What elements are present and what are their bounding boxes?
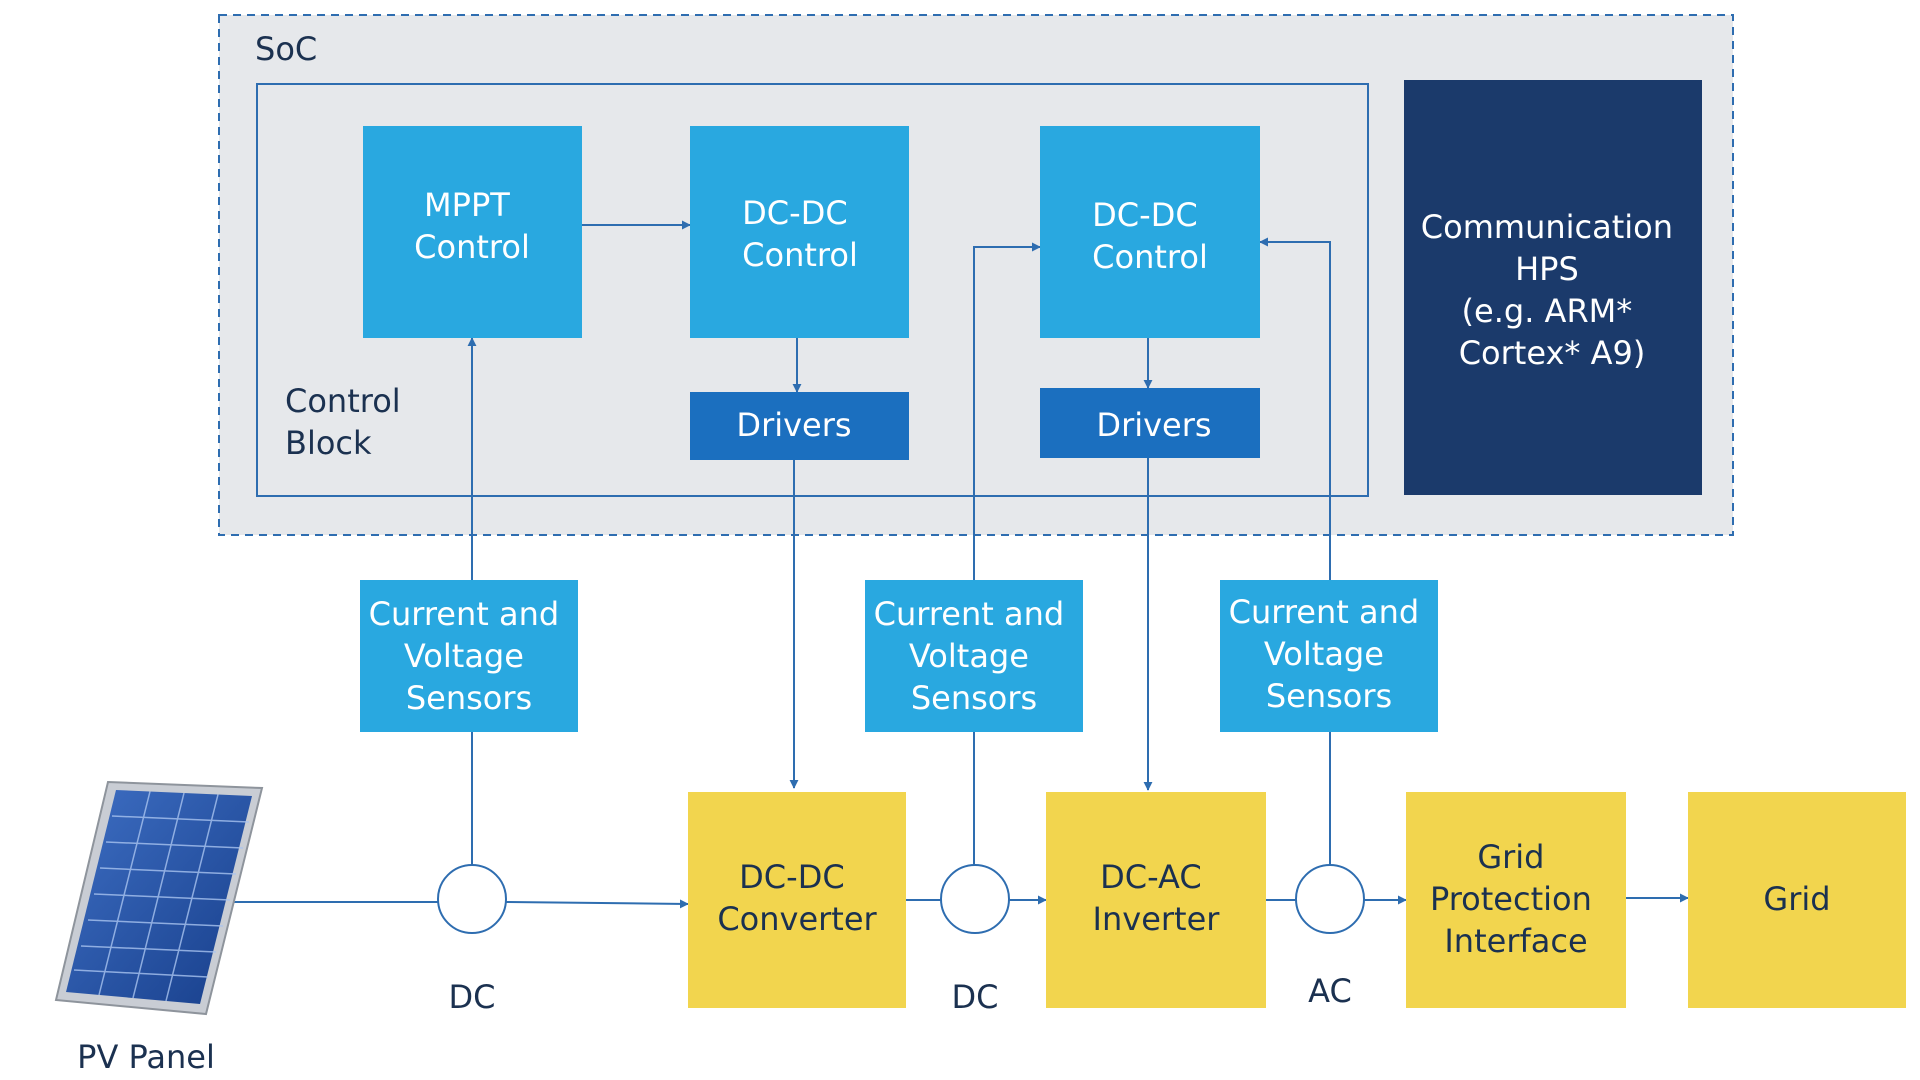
drivers-block-2: Drivers — [1040, 388, 1260, 458]
sensor-node-dc-link — [940, 864, 1010, 934]
bus-label-ac-output: AC — [1308, 972, 1352, 1010]
sensors-block-3: Current and Voltage Sensors — [1220, 580, 1438, 732]
pv-panel-label: PV Panel — [77, 1038, 215, 1076]
communication-hps-block: Communication HPS (e.g. ARM* Cortex* A9) — [1404, 80, 1702, 495]
svg-text:Current and Voltage: Current and Voltage Sensors — [369, 595, 570, 717]
connectors — [228, 220, 1689, 909]
dcdc-control-block-1: DC-DC Control — [690, 126, 909, 338]
sensors3-to-dcdc2-arrow — [1259, 237, 1331, 580]
dcac-inverter-block: DC-AC Inverter — [1046, 792, 1266, 1008]
soc-label: SoC — [255, 30, 317, 68]
grid-protection-block: Grid Protection Interface — [1406, 792, 1626, 1008]
sensor-node-dc-input — [437, 864, 507, 934]
svg-text:Communication HPS: Communication HPS (e.g. ARM* Cortex* A9) — [1421, 208, 1683, 372]
svg-text:Current and Voltage: Current and Voltage Sensors — [1229, 593, 1430, 715]
svg-text:DC-AC Inverter: DC-AC Inverter — [1093, 858, 1221, 938]
svg-text:Drivers: Drivers — [1096, 406, 1211, 444]
bus-label-dc-input: DC — [449, 978, 496, 1016]
svg-text:DC-DC Control: DC-DC Control — [1092, 196, 1208, 276]
svg-text:DC-DC Control: DC-DC Control — [742, 194, 858, 274]
sensors-block-2: Current and Voltage Sensors — [865, 580, 1083, 732]
svg-text:Current and Voltage: Current and Voltage Sensors — [874, 595, 1075, 717]
bus-label-dc-link: DC — [952, 978, 999, 1016]
dcdc-control-block-2: DC-DC Control — [1040, 126, 1260, 338]
svg-text:Grid Protection In: Grid Protection Interface — [1430, 838, 1602, 960]
sensors2-to-dcdc2-arrow — [973, 242, 1041, 580]
pv-panel-icon — [54, 780, 264, 1016]
control-block-container — [256, 83, 1369, 497]
svg-text:MPPT Control: MPPT Control — [414, 186, 530, 266]
svg-text:Grid: Grid — [1763, 880, 1830, 918]
node1-to-converter-arrow — [505, 899, 689, 909]
dcdc-converter-block: DC-DC Converter — [688, 792, 906, 1008]
grid-block: Grid — [1688, 792, 1906, 1008]
svg-text:DC-DC Converter: DC-DC Converter — [717, 858, 877, 938]
drivers-block-1: Drivers — [690, 392, 909, 460]
mppt-control-block: MPPT Control — [363, 126, 582, 338]
svg-text:Drivers: Drivers — [736, 406, 851, 444]
sensor-node-ac-output — [1295, 864, 1365, 934]
control-block-label: Control Block — [285, 382, 411, 462]
sensors-block-1: Current and Voltage Sensors — [360, 580, 578, 732]
